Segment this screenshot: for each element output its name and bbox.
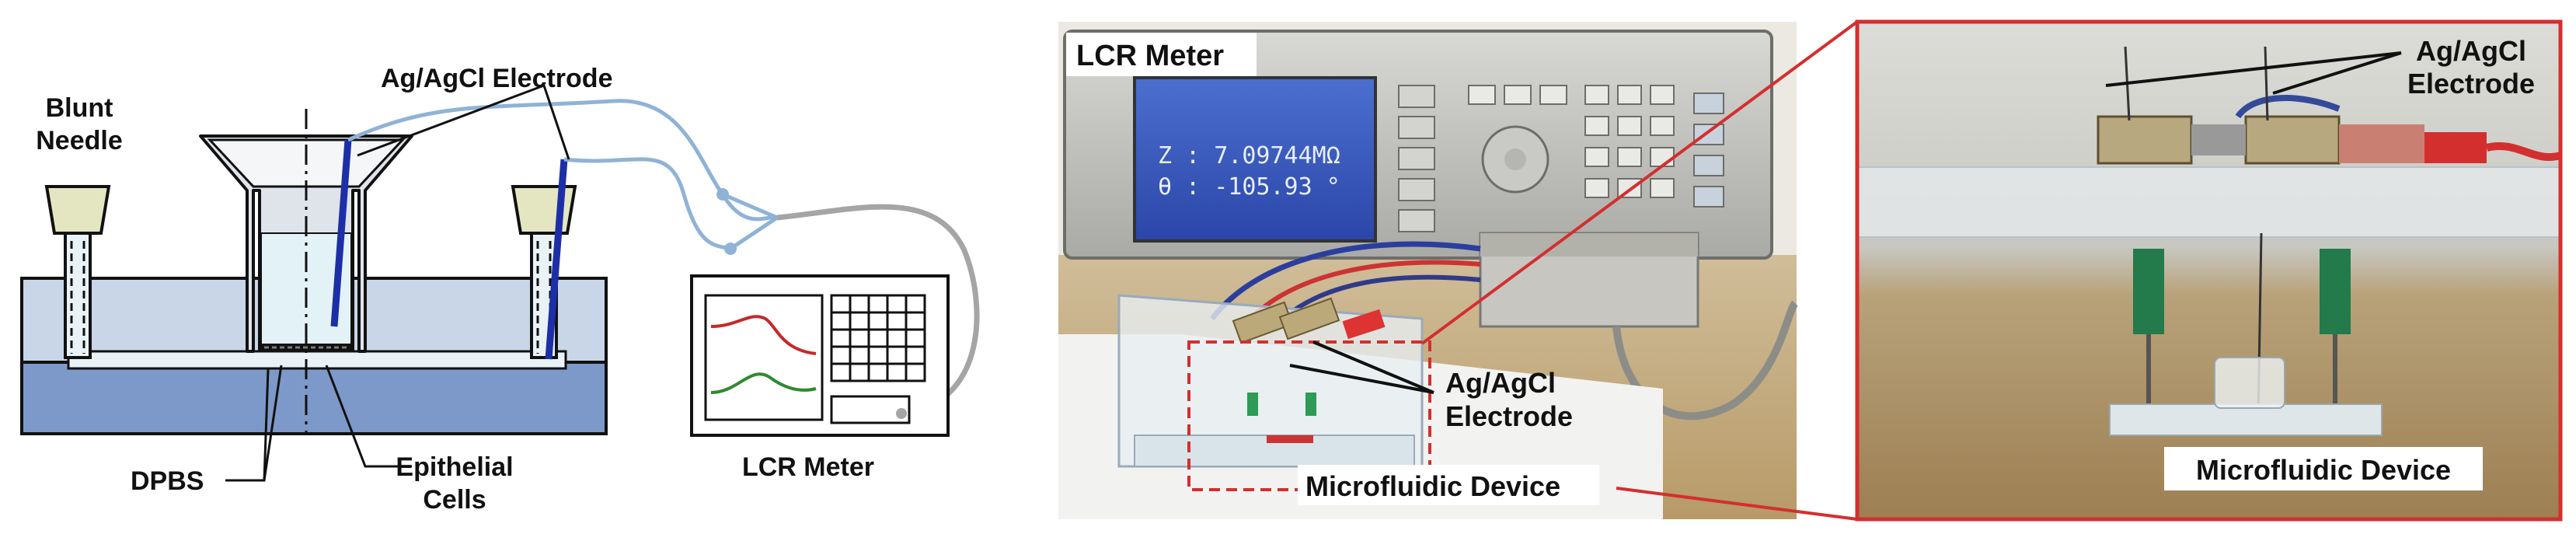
meter-keys [1468, 85, 1724, 208]
cable-1 [347, 99, 779, 222]
label-dpbs: DPBS [131, 466, 204, 496]
label-zoom-device: Microfluidic Device [2196, 454, 2451, 486]
label-epithelial: Epithelial [396, 452, 513, 482]
meter-green-trace [710, 372, 817, 394]
electrode-right-wire [545, 159, 568, 360]
needle-tube-left [64, 232, 92, 359]
label-setup-lcr: LCR Meter [1076, 40, 1224, 72]
label-setup-electrode-2: Electrode [1445, 400, 1573, 432]
zoom-border [1855, 19, 2563, 522]
needle-hub-left [44, 185, 111, 235]
zoom-region-box [1187, 340, 1431, 491]
meter-keypad [830, 294, 926, 382]
zoom-connector-top [1420, 20, 1859, 345]
meter-red-trace [710, 315, 817, 355]
zoom-connector-bottom [1616, 487, 1858, 521]
label-zoom-electrode-2: Electrode [2407, 68, 2535, 99]
microchannel [67, 350, 567, 370]
electrode-well-wire [330, 139, 352, 327]
label-needle: Needle [36, 126, 123, 155]
schematic-panel: Blunt Needle Ag/AgCl Electrode DPBS Epit… [20, 64, 980, 515]
label-electrode: Ag/AgCl Electrode [381, 64, 612, 93]
label-setup-device: Microfluidic Device [1305, 470, 1560, 502]
label-cells: Cells [423, 485, 486, 515]
screen-line-1: Z : 7.09744MΩ [1158, 142, 1340, 169]
cable-join [722, 192, 782, 251]
zoom-photo-panel: Ag/AgCl Electrode Microfluidic Device [1855, 19, 2563, 522]
label-lcr-meter: LCR Meter [742, 452, 874, 482]
zoom-clips [2097, 95, 2562, 165]
meter-screen [1133, 76, 1377, 243]
label-blunt: Blunt [46, 93, 113, 123]
setup-photo-panel: Z : 7.09744MΩ θ : -105.93 ° [1058, 20, 1859, 521]
device-bottom-layer [20, 361, 608, 435]
meter-cable [776, 204, 980, 417]
label-zoom-electrode-1: Ag/AgCl [2416, 35, 2526, 67]
zoom-photo-bg [1857, 22, 2560, 519]
label-setup-electrode-1: Ag/AgCl [1445, 367, 1556, 399]
meter-softkeys [1398, 85, 1435, 232]
cable-2 [563, 157, 731, 251]
alligator-clips [1232, 297, 1340, 344]
needle-hub-right [511, 185, 577, 235]
screen-line-2: θ : -105.93 ° [1158, 173, 1340, 201]
